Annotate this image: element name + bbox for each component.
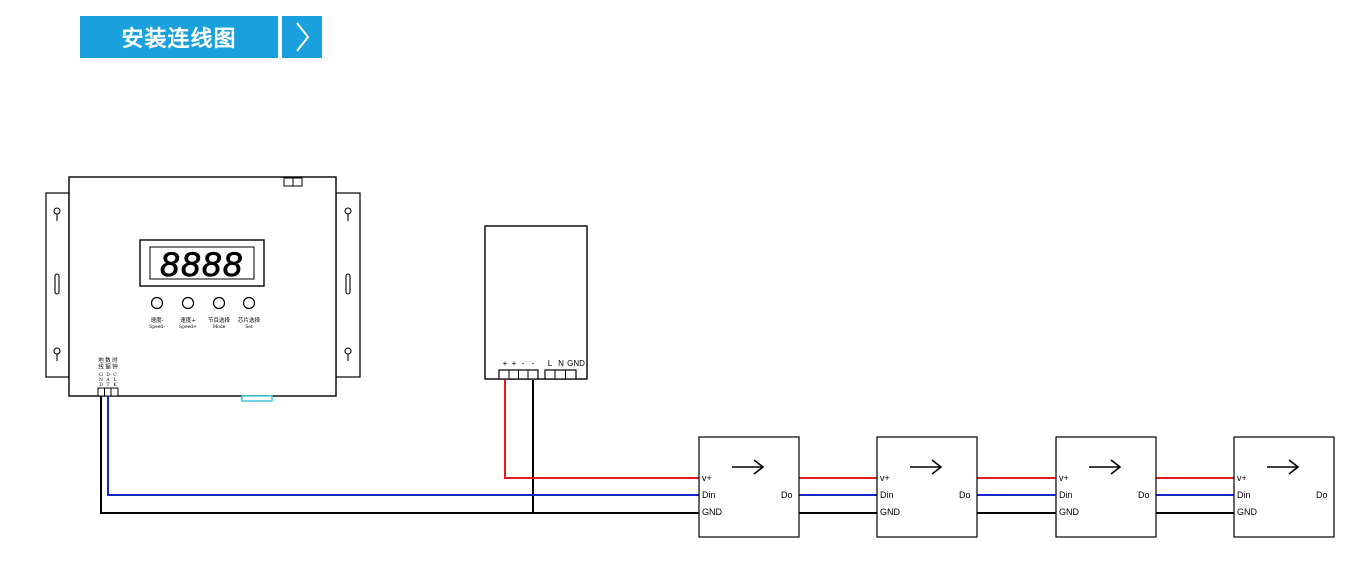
button-label-cn: 速度+ (180, 316, 196, 324)
wires (100, 380, 1238, 514)
din-label: Din (880, 490, 894, 500)
chevron-right-icon[interactable] (282, 16, 322, 58)
chevron-right-icon-glyph (296, 22, 310, 52)
psu-terminal-label: N (558, 359, 564, 368)
button-circle[interactable] (181, 296, 195, 310)
button-label-en: Set (245, 324, 253, 330)
vplus-label: v+ (1237, 473, 1247, 483)
button-circle[interactable] (242, 296, 256, 310)
psu-terminal-label: L (548, 359, 553, 368)
vplus-label: v+ (702, 473, 712, 483)
gnd-label: GND (1237, 507, 1258, 517)
controller-button-2[interactable]: 速度+Speed+ (179, 296, 197, 331)
gnd-label: GND (702, 507, 723, 517)
button-label-cn: 节目选择 (208, 316, 231, 324)
psu-terminal-label: + (512, 359, 517, 368)
controller-button-1[interactable]: 速度-Speed- (149, 296, 165, 331)
button-label-cn: 速度- (151, 316, 164, 324)
pixel-module-box (698, 436, 800, 538)
do-label: Do (781, 490, 793, 500)
psu-terminal-label: - (532, 359, 535, 368)
psu-terminal-label: - (522, 359, 525, 368)
do-label: Do (1138, 490, 1150, 500)
port-label-cn: 地线 (98, 356, 104, 371)
port-label-cn: 时钟 (112, 356, 118, 371)
do-label: Do (959, 490, 971, 500)
din-label: Din (702, 490, 716, 500)
power-wire (504, 380, 1238, 479)
display-digits: 8888 (160, 246, 244, 284)
gnd-label: GND (1059, 507, 1080, 517)
ground-wire (100, 396, 1238, 514)
arrow-right-icon (732, 459, 765, 475)
button-label-en: Mode (213, 324, 226, 330)
right-mounting-flange (335, 192, 361, 378)
din-label: Din (1059, 490, 1073, 500)
psu-terminal-label: + (503, 359, 508, 368)
din-label: Din (1237, 490, 1251, 500)
port-label-cn: 数据 (105, 356, 111, 371)
button-label-en: Speed+ (179, 324, 197, 330)
vplus-label: v+ (1059, 473, 1069, 483)
do-label: Do (1316, 490, 1328, 500)
psu-terminal-label: GND (567, 359, 585, 368)
controller-output-terminal (97, 387, 119, 397)
pixel-module-box (876, 436, 978, 538)
button-label-cn: 芯片选择 (238, 316, 261, 324)
controller-bottom-tab (241, 395, 273, 402)
button-circle[interactable] (150, 296, 164, 310)
gnd-label: GND (880, 507, 901, 517)
pixel-module-box (1233, 436, 1335, 538)
data-wire (107, 396, 1238, 496)
arrow-right-icon (1267, 459, 1300, 475)
psu-input-terminal (544, 369, 577, 380)
mounting-hole-icon (53, 207, 352, 361)
pixel-module-box (1055, 436, 1157, 538)
arrow-right-icon (1089, 459, 1122, 475)
vplus-label: v+ (880, 473, 890, 483)
section-banner: 安装连线图 (80, 16, 322, 58)
button-label-en: Speed- (149, 324, 165, 330)
power-supply-body (484, 225, 588, 380)
button-circle[interactable] (212, 296, 226, 310)
arrow-right-icon (910, 459, 943, 475)
section-title: 安装连线图 (80, 16, 278, 58)
